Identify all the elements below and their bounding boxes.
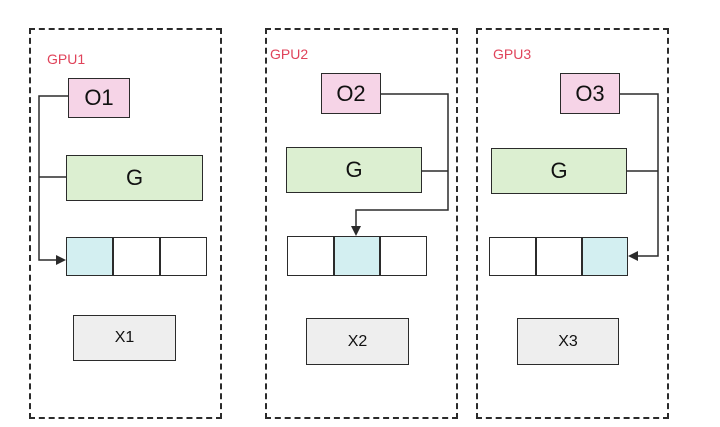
gpu1-input-label: X1 (114, 329, 135, 346)
gpu3-input-box: X3 (517, 318, 619, 365)
gpu2-arrowhead (351, 226, 361, 236)
gpu3-output-label: O3 (575, 80, 605, 106)
gpu3-panel (476, 28, 669, 419)
gpu2-label: GPU2 (270, 46, 309, 62)
gpu1-panel (29, 28, 222, 419)
gpu2-cell-1 (334, 236, 380, 276)
gpu3-arrowhead (628, 251, 638, 261)
gpu1-cell-1 (113, 237, 160, 276)
gpu3-gradient-label: G (550, 158, 568, 183)
gpu1-gradient-box: G (66, 155, 203, 201)
gpu2-wire (355, 93, 449, 226)
gpu2-panel (265, 28, 458, 419)
gpu1-output-box: O1 (68, 78, 130, 118)
gpu1-wire (38, 95, 68, 261)
gpu3-input-label: X3 (558, 332, 578, 350)
gpu1-label: GPU1 (47, 51, 86, 67)
gpu2-output-box: O2 (321, 73, 381, 114)
gpu1-arrowhead (56, 255, 66, 265)
gpu1-input-box: X1 (73, 315, 176, 361)
gpu3-gradient-box: G (491, 148, 627, 194)
gpu1-output-label: O1 (84, 85, 114, 110)
gpu2-output-label: O2 (336, 80, 366, 106)
gpu2-cell-0 (287, 236, 334, 276)
gpu3-output-box: O3 (560, 73, 620, 114)
gpu2-cell-2 (380, 236, 427, 276)
gpu1-gradient-label: G (125, 165, 144, 190)
gpu1-cell-2 (160, 237, 207, 276)
gpu3-cell-1 (536, 237, 582, 276)
gpu2-gradient-box: G (286, 147, 422, 193)
gpu3-wire (620, 93, 659, 257)
gpu2-input-label: X2 (347, 332, 368, 350)
gpu2-gradient-label: G (345, 157, 363, 182)
gpu2-input-box: X2 (306, 318, 409, 365)
gpu3-cell-0 (489, 237, 536, 276)
gpu3-label: GPU3 (493, 46, 532, 62)
gpu3-cell-2 (582, 237, 628, 276)
gpu1-cell-0 (66, 237, 113, 276)
